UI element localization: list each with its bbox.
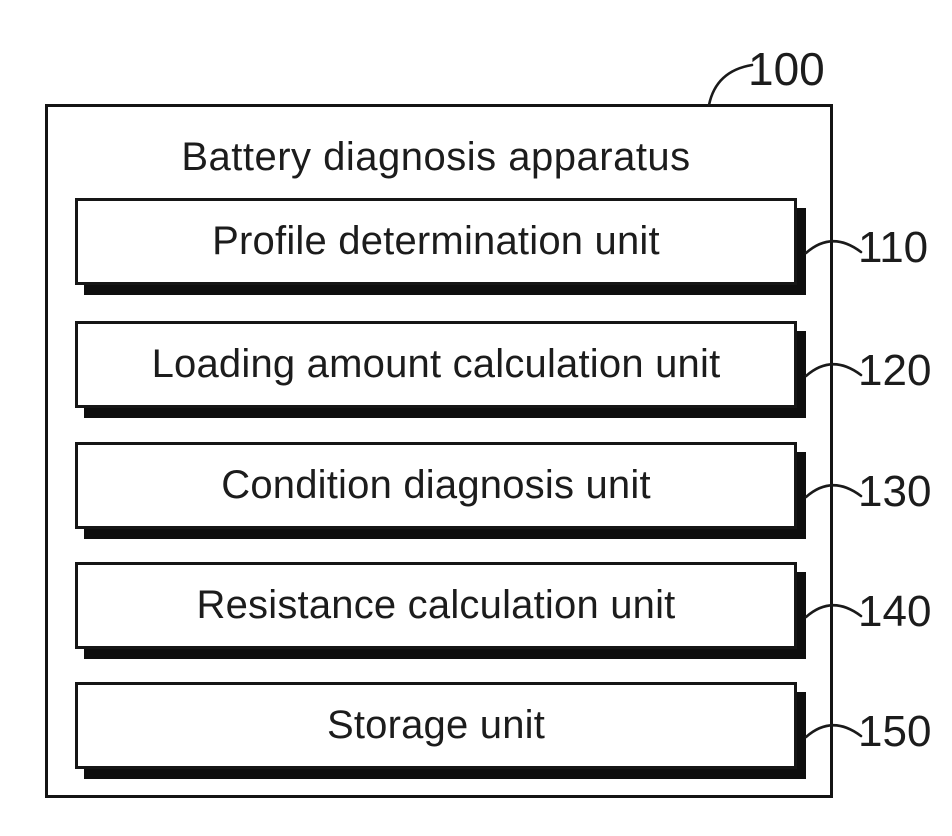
- unit-label: Resistance calculation unit: [196, 583, 676, 627]
- unit-ref-150: 150: [858, 707, 932, 756]
- unit-ref-120: 120: [858, 346, 932, 395]
- unit-box-condition-diagnosis: Condition diagnosis unit: [75, 442, 797, 529]
- leader-100: [707, 63, 754, 107]
- unit-label: Storage unit: [326, 703, 546, 747]
- unit-ref-140: 140: [858, 587, 932, 636]
- apparatus-title: Battery diagnosis apparatus: [181, 135, 691, 179]
- unit-ref-130: 130: [858, 467, 932, 516]
- unit-label: Profile determination unit: [212, 219, 660, 263]
- unit-box-storage: Storage unit: [75, 682, 797, 769]
- unit-box-loading-amount-calculation: Loading amount calculation unit: [75, 321, 797, 408]
- unit-box-resistance-calculation: Resistance calculation unit: [75, 562, 797, 649]
- unit-box-profile-determination: Profile determination unit: [75, 198, 797, 285]
- unit-label: Condition diagnosis unit: [221, 463, 651, 507]
- apparatus-ref-label: 100: [748, 43, 825, 95]
- unit-label: Loading amount calculation unit: [151, 342, 721, 386]
- unit-ref-110: 110: [858, 223, 929, 272]
